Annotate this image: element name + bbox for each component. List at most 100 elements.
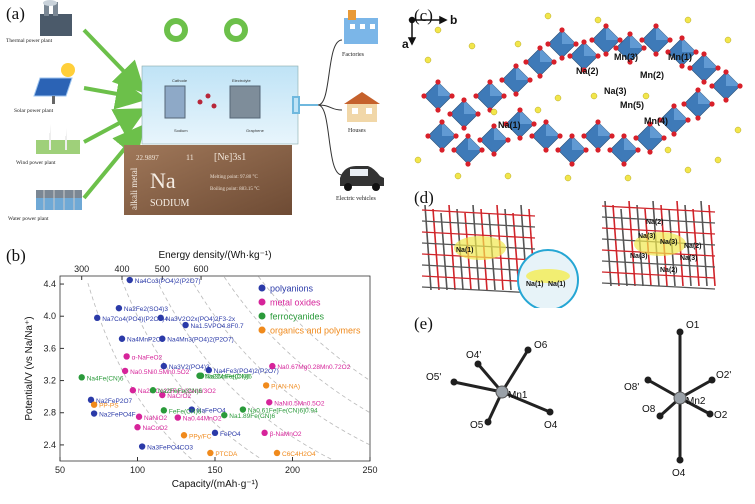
data-point-label: C6C4H2O4: [282, 451, 316, 458]
oxygen-atom: [679, 35, 685, 41]
oxygen-atom: [479, 147, 485, 153]
oxygen-atom: [641, 45, 647, 51]
data-point: [269, 362, 276, 370]
na-atom: [544, 12, 552, 20]
site-mn2-label: Mn(2): [640, 70, 664, 80]
data-point-label: Na2CoFe(CN)6: [205, 374, 251, 381]
data-point-label: Na4Fe(CN)6: [87, 375, 124, 382]
panel-d-label: (d): [414, 188, 434, 207]
o5-label: O5: [470, 420, 484, 431]
oxygen-atom: [425, 133, 431, 139]
na-atom: [684, 16, 692, 24]
oxygen-atom: [537, 45, 543, 51]
na-atom: [664, 146, 672, 154]
data-point: [159, 391, 166, 399]
data-point-label: Na0.44MnO2: [183, 416, 222, 423]
oxygen-atom: [449, 93, 455, 99]
energy-line: [258, 276, 371, 381]
octahedron-face: [438, 82, 452, 96]
oxygen-atom: [537, 73, 543, 79]
data-point: [160, 407, 168, 414]
oxygen-atom: [453, 133, 459, 139]
oxygen-atom: [603, 51, 609, 57]
na-atom: [468, 42, 476, 50]
oxygen-atom: [679, 63, 685, 69]
oxygen-atom: [583, 147, 589, 153]
energy-line: [121, 280, 262, 460]
na1-label-c: Na(1): [548, 281, 566, 288]
car-icon: [340, 166, 384, 191]
oxygen-atom: [517, 135, 523, 141]
x-axis-label: Capacity/(mAh·g⁻¹): [172, 479, 258, 490]
x-tick-label: 100: [130, 465, 145, 475]
oxygen-atom: [517, 107, 523, 113]
octahedron-face: [656, 26, 670, 40]
panel-b-label: (b): [6, 246, 26, 265]
framework-bond: [628, 200, 636, 287]
octahedron-face: [546, 122, 560, 136]
oxygen-atom: [513, 91, 519, 97]
wind-plant-icon: [36, 117, 80, 154]
oxygen-atom: [701, 79, 707, 85]
oxygen-atom: [513, 63, 519, 69]
o4-label-left: O4: [544, 420, 558, 431]
data-point: [211, 429, 219, 437]
oxygen-atom: [639, 37, 645, 43]
framework-bond: [601, 227, 716, 235]
framework-bond: [421, 264, 536, 272]
panel-a-illustration: Cathode Electrolyte Sodium Graphene 22.9…: [6, 0, 384, 222]
na-density: [454, 236, 506, 260]
na-atom: [724, 36, 732, 44]
data-point-label: Na7Co4(PO4)(P2O7)4: [102, 316, 168, 323]
oxygen-atom: [609, 133, 615, 139]
oxygen-atom: [477, 137, 483, 143]
data-point-label: NaFePO4: [197, 408, 226, 415]
site-na2-label: Na(2): [576, 66, 599, 76]
octahedron-face: [468, 136, 482, 150]
sodium-channel-views: Na(1) Na(1) Na(1) Na(2) Na(3) Na(3) Na(2…: [421, 200, 716, 311]
oxygen-atom: [653, 51, 659, 57]
solar-label: Solar power plant: [14, 108, 54, 114]
octahedron-face: [598, 122, 612, 136]
na-atom: [490, 108, 498, 116]
o8-label: O8: [642, 404, 656, 415]
na-density: [634, 232, 686, 256]
mn2-oxygen-atoms: [644, 328, 716, 464]
oxygen-atom: [695, 115, 701, 121]
solar-plant-icon: [33, 63, 75, 104]
data-point: [149, 387, 157, 394]
battery-diagram: Cathode Electrolyte Sodium Graphene: [141, 65, 299, 145]
data-point-label: Na2/3Co2/3Fe1/3Mn1/3O2: [138, 388, 216, 395]
data-point-label: Na4Fe3(PO4)2(P2O7): [214, 368, 279, 375]
o6-label: O6: [534, 340, 548, 351]
oxygen-atom: [581, 133, 587, 139]
na-atom: [414, 156, 422, 164]
na1-label-a: Na(1): [456, 247, 474, 254]
o4-label-right: O4: [672, 468, 686, 479]
oxygen-atom: [435, 79, 441, 85]
legend-marker: [258, 312, 266, 320]
data-point: [90, 401, 98, 408]
data-point: [261, 429, 268, 437]
sodium-label: Sodium: [174, 128, 188, 133]
oxygen-atom: [613, 45, 619, 51]
data-point-label: Na4Co3(PO4)2(P2O7): [135, 278, 201, 285]
oxygen-atom: [709, 83, 715, 89]
data-point: [207, 449, 214, 457]
data-point: [221, 411, 228, 419]
legend-marker: [258, 326, 266, 334]
y-tick-label: 4.0: [43, 311, 56, 321]
framework-bond: [421, 209, 536, 217]
octahedron-face: [562, 30, 576, 44]
na3-label-b: Na(3): [660, 239, 678, 246]
electron-config: [Ne]3s1: [214, 152, 246, 163]
data-point-label: NaCrO2: [167, 393, 191, 400]
data-point-label: FePO4: [220, 431, 241, 438]
legend-entry: metal oxides: [270, 298, 321, 308]
y-axis-label: Potential/V (vs Na/Na⁺): [24, 316, 35, 420]
oxygen-atom: [661, 135, 667, 141]
oxygen-atom: [653, 23, 659, 29]
